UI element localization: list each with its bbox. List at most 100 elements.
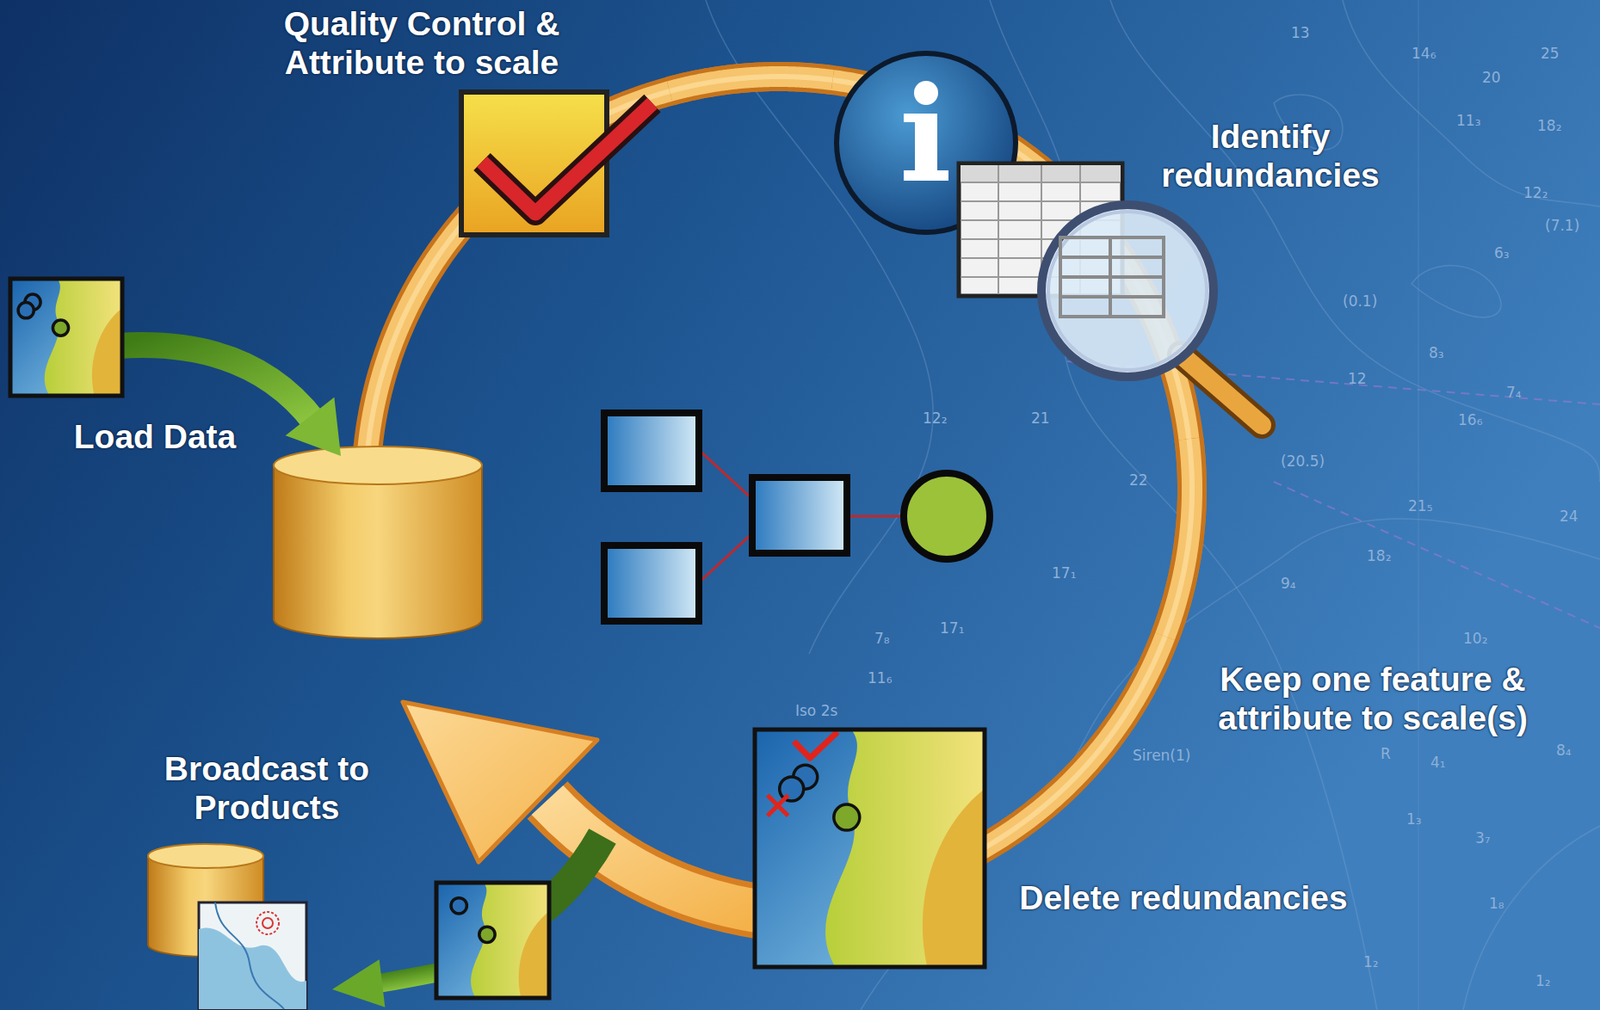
icon-group bbox=[754, 729, 985, 968]
tile-sea bbox=[436, 883, 550, 999]
step-label: Quality Control & Attribute to scale bbox=[249, 5, 594, 83]
label-slot: 17₁ bbox=[1051, 564, 1076, 582]
cylinder-top bbox=[273, 446, 482, 485]
sounding-number: (7.1) bbox=[1544, 216, 1580, 235]
cycle-connector bbox=[669, 76, 833, 92]
sounding-number: 1₈ bbox=[1488, 895, 1505, 913]
step-label: Identify redundancies bbox=[1145, 117, 1396, 196]
process-step: Keep one feature & attribute to scale(s)… bbox=[748, 636, 1588, 973]
icon-group bbox=[148, 844, 307, 1010]
label-slot: 1₂ bbox=[1535, 972, 1551, 990]
sounding-number: 3₇ bbox=[1475, 829, 1491, 847]
zoomed-table bbox=[1060, 237, 1164, 317]
sounding-number: 18₂ bbox=[1366, 547, 1391, 565]
sounding-number: (20.5) bbox=[1280, 452, 1325, 470]
label-slot: 24 bbox=[1559, 507, 1579, 526]
feature-dot bbox=[450, 898, 467, 915]
label-slot: 8₃ bbox=[1428, 344, 1445, 362]
sounding-number: 17₁ bbox=[939, 619, 964, 637]
hierarchy-square bbox=[752, 477, 847, 554]
chart-contours bbox=[705, 0, 1600, 1010]
sounding-number: 1₃ bbox=[1406, 810, 1422, 828]
map-tile bbox=[754, 729, 985, 968]
magnifier-handle-edge bbox=[1180, 354, 1262, 426]
text-slot: Identify redundancies bbox=[1145, 117, 1396, 196]
check-outline bbox=[481, 103, 653, 214]
label-slot: 21 bbox=[1031, 409, 1051, 427]
icon-group bbox=[461, 92, 653, 235]
feature-dot bbox=[479, 926, 495, 943]
label-slot: 11₃ bbox=[1456, 111, 1481, 130]
step-label: Load Data bbox=[68, 418, 241, 458]
tile-border bbox=[10, 278, 123, 396]
keep-mark bbox=[793, 732, 838, 759]
map-tile bbox=[10, 278, 123, 396]
sounding-number: 10₂ bbox=[1463, 630, 1488, 648]
arrow-shaft bbox=[378, 972, 439, 984]
text-slot: Quality Control & Attribute to scale bbox=[249, 5, 594, 83]
icon-group bbox=[836, 53, 1262, 426]
process-step: Identify redundancies bbox=[833, 43, 1488, 439]
info-stem bbox=[914, 113, 938, 178]
depth-contour bbox=[1463, 826, 1600, 1010]
sounding-number: 12₂ bbox=[922, 409, 947, 427]
zoomed-col bbox=[1108, 237, 1112, 317]
label-slot: R bbox=[1380, 745, 1391, 763]
label-slot: 4₁ bbox=[1430, 753, 1446, 772]
label-slot: Siren(1) bbox=[1132, 747, 1191, 765]
label-slot: 3₇ bbox=[1475, 829, 1491, 847]
label-slot: 6₃ bbox=[1494, 244, 1510, 262]
process-step: Quality Control & Attribute to scale bbox=[219, 0, 669, 243]
cycle-connector bbox=[1165, 438, 1193, 637]
sounding-number: 25 bbox=[1540, 44, 1560, 62]
sounding-number: 12₂ bbox=[1523, 184, 1548, 202]
tile-land bbox=[825, 729, 985, 968]
label-slot: 25 bbox=[1540, 44, 1560, 62]
arrow-head bbox=[332, 959, 385, 1008]
label-slot: Iso 2s bbox=[795, 702, 838, 720]
label-slot: 20 bbox=[1482, 68, 1502, 87]
hierarchy-square bbox=[604, 545, 699, 622]
feature-dot bbox=[52, 320, 68, 336]
tile-land bbox=[470, 883, 550, 999]
output-arrow bbox=[332, 836, 603, 1008]
arrow-head bbox=[285, 397, 341, 457]
text-slot: Broadcast to Products bbox=[133, 750, 401, 828]
label-slot: 13 bbox=[1291, 24, 1310, 42]
label-slot: (20.5) bbox=[1280, 452, 1325, 470]
step-label: Broadcast to Products bbox=[133, 750, 401, 828]
text-slot: Keep one feature & attribute to scale(s) bbox=[1192, 661, 1554, 739]
tile-land bbox=[44, 278, 123, 396]
tile-border bbox=[436, 883, 550, 999]
step-label: Delete redundancies bbox=[998, 879, 1369, 919]
arrow-shaft bbox=[118, 345, 315, 422]
label-slot: 10₂ bbox=[1463, 630, 1488, 648]
hierarchy-icon bbox=[604, 413, 990, 622]
depth-contour bbox=[1411, 265, 1502, 318]
label-slot: 11₆ bbox=[867, 669, 892, 687]
label-slot: 22 bbox=[1129, 471, 1149, 489]
label-slot: 7₄ bbox=[1506, 383, 1522, 402]
label-slot: 1₂ bbox=[1363, 953, 1379, 971]
database-cylinder bbox=[273, 446, 482, 639]
tile-inland bbox=[92, 308, 123, 396]
feature-dot bbox=[18, 302, 34, 319]
label-slot: 18₂ bbox=[1366, 547, 1391, 565]
label-slot: 18₂ bbox=[1537, 117, 1562, 135]
map-tile bbox=[436, 883, 550, 999]
step-label: Keep one feature & attribute to scale(s) bbox=[1192, 661, 1554, 739]
connector-edge bbox=[669, 76, 833, 92]
sounding-number: R bbox=[1380, 745, 1391, 763]
link-line bbox=[846, 515, 903, 519]
sounding-number: 14₆ bbox=[1411, 44, 1436, 62]
label-slot: 17₁ bbox=[939, 619, 964, 637]
sounding-number: 17₁ bbox=[1051, 564, 1076, 582]
chart-boundary bbox=[1273, 481, 1600, 629]
label-slot: 16₆ bbox=[1457, 411, 1483, 429]
label-slot: 8₄ bbox=[1556, 741, 1572, 760]
sounding-number: 7₈ bbox=[874, 630, 890, 648]
tile-inland bbox=[518, 912, 550, 1000]
sounding-number: 1₂ bbox=[1363, 953, 1379, 971]
sounding-number: Iso 2s bbox=[795, 702, 838, 720]
